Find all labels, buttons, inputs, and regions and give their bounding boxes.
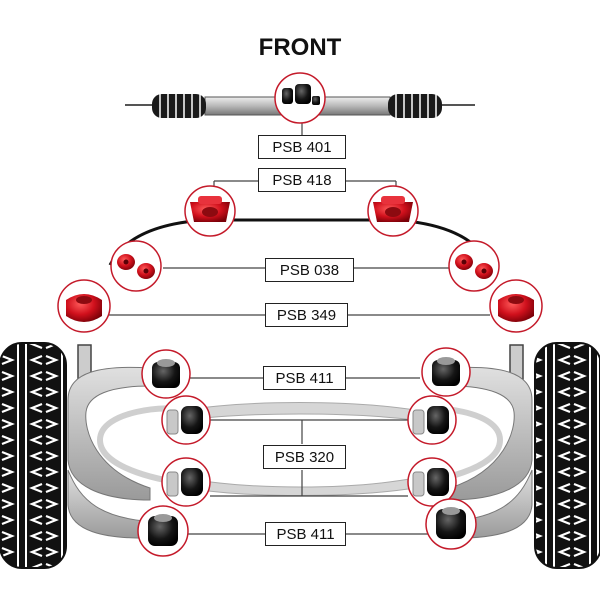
label-psb320: PSB 320 (263, 445, 346, 469)
callout-psb411-rear-right (425, 498, 477, 550)
right-boot (388, 94, 442, 118)
callout-psb349-right (489, 279, 543, 333)
callout-psb320-upper-left (161, 395, 211, 445)
label-psb411-rear: PSB 411 (265, 522, 346, 546)
callout-psb401 (274, 72, 326, 124)
leader-lines (108, 123, 490, 535)
label-psb411-front: PSB 411 (263, 366, 346, 390)
label-psb401: PSB 401 (258, 135, 346, 159)
callout-psb349-left (57, 279, 111, 333)
callout-psb320-lower-right (407, 457, 457, 507)
label-psb349: PSB 349 (265, 303, 348, 327)
callout-psb411-rear-left (137, 505, 189, 557)
right-wheel (534, 342, 600, 569)
callout-psb320-lower-left (161, 457, 211, 507)
callout-psb320-upper-right (407, 395, 457, 445)
label-psb038: PSB 038 (265, 258, 354, 282)
left-wheel (0, 342, 67, 569)
callout-psb411-front-left (141, 349, 191, 399)
diagram-title: FRONT (258, 34, 342, 61)
label-psb418: PSB 418 (258, 168, 346, 192)
callout-psb418-right (367, 185, 419, 237)
callout-psb038-left (110, 240, 162, 292)
callout-psb038-right (448, 240, 500, 292)
callout-psb418-left (184, 185, 236, 237)
left-boot (152, 94, 206, 118)
callout-psb411-front-right (421, 347, 471, 397)
